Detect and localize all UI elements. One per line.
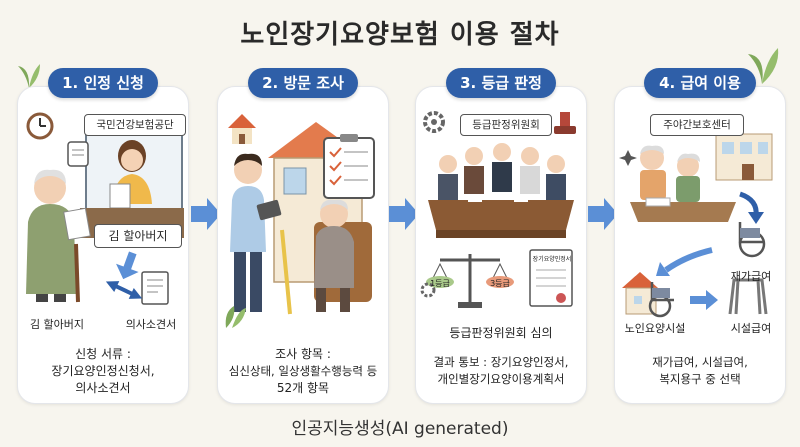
stamp-icon	[554, 112, 576, 134]
page-title: 노인장기요양보험 이용 절차	[240, 20, 560, 50]
elderly-seated-icon	[314, 199, 372, 312]
leaf-icon	[748, 48, 779, 84]
step-caption-application: 신청 서류 : 장기요양인정신청서, 의사소견서	[51, 347, 155, 395]
document-label: 의사소견서	[125, 318, 177, 331]
person-label: 김 할아버지	[29, 318, 85, 331]
gear-icon	[423, 111, 445, 133]
step-caption-visit: 조사 항목 : 심신상태, 일상생활수행능력 등 52개 항목	[228, 347, 378, 395]
certificate-icon	[529, 249, 573, 307]
checklist-icon	[323, 134, 375, 199]
flow-arrow-icon	[588, 198, 618, 230]
application-scene	[26, 112, 184, 305]
investigator-icon	[230, 153, 282, 312]
elderly-group-icon	[640, 145, 700, 202]
step-badge-application: 1. 인정 신청	[48, 68, 158, 98]
step-badge-benefit: 4. 급여 이용	[644, 68, 756, 98]
house-icon	[228, 114, 256, 144]
step-caption-benefit: 재가급여, 시설급여, 복지용구 중 선택	[652, 355, 748, 386]
clock-icon	[26, 112, 54, 140]
flow-arrow-icon	[191, 198, 221, 230]
benefit-scene	[619, 133, 773, 318]
document-speech-icon	[67, 141, 89, 167]
facility-benefit-label: 시설급여	[730, 322, 772, 335]
leaf-icon	[18, 64, 40, 88]
day-care-sign: 주야간보호센터	[650, 114, 744, 136]
staff-icon	[112, 140, 152, 204]
scale-right-label: 3등급	[490, 279, 510, 288]
walker-icon	[728, 278, 768, 315]
step-badge-grading: 3. 등급 판정	[446, 68, 556, 98]
step-caption-grading: 결과 통보 : 장기요양인정서, 개인별장기요양이용계획서	[433, 355, 569, 386]
desk-name-plate: 김 할아버지	[94, 224, 182, 248]
nursing-facility-label: 노인요양시설	[624, 322, 686, 335]
visit-scene	[225, 114, 375, 328]
ai-generated-notice: 인공지능생성(AI generated)	[291, 419, 509, 439]
step-card-grading	[415, 86, 587, 404]
medical-opinion-document-icon	[141, 271, 169, 305]
wheelchair-icon	[648, 282, 674, 318]
grandpa-icon	[26, 169, 91, 303]
agency-sign: 국민건강보험공단	[84, 114, 186, 136]
step-badge-visit: 2. 방문 조사	[248, 68, 358, 98]
home-care-label: 재가급여	[730, 270, 772, 283]
wheelchair-icon	[738, 222, 766, 258]
flow-arrow-icon	[389, 198, 419, 230]
committee-review-label: 등급판정위원회 심의	[449, 326, 553, 340]
committee-icon	[438, 143, 566, 200]
grading-scene	[420, 111, 576, 308]
committee-sign: 등급판정위원회	[460, 114, 552, 136]
certificate-title: 장기요양인정서	[532, 256, 572, 263]
day-care-center-icon	[715, 133, 773, 181]
scale-left-label: 1등급	[430, 279, 450, 288]
